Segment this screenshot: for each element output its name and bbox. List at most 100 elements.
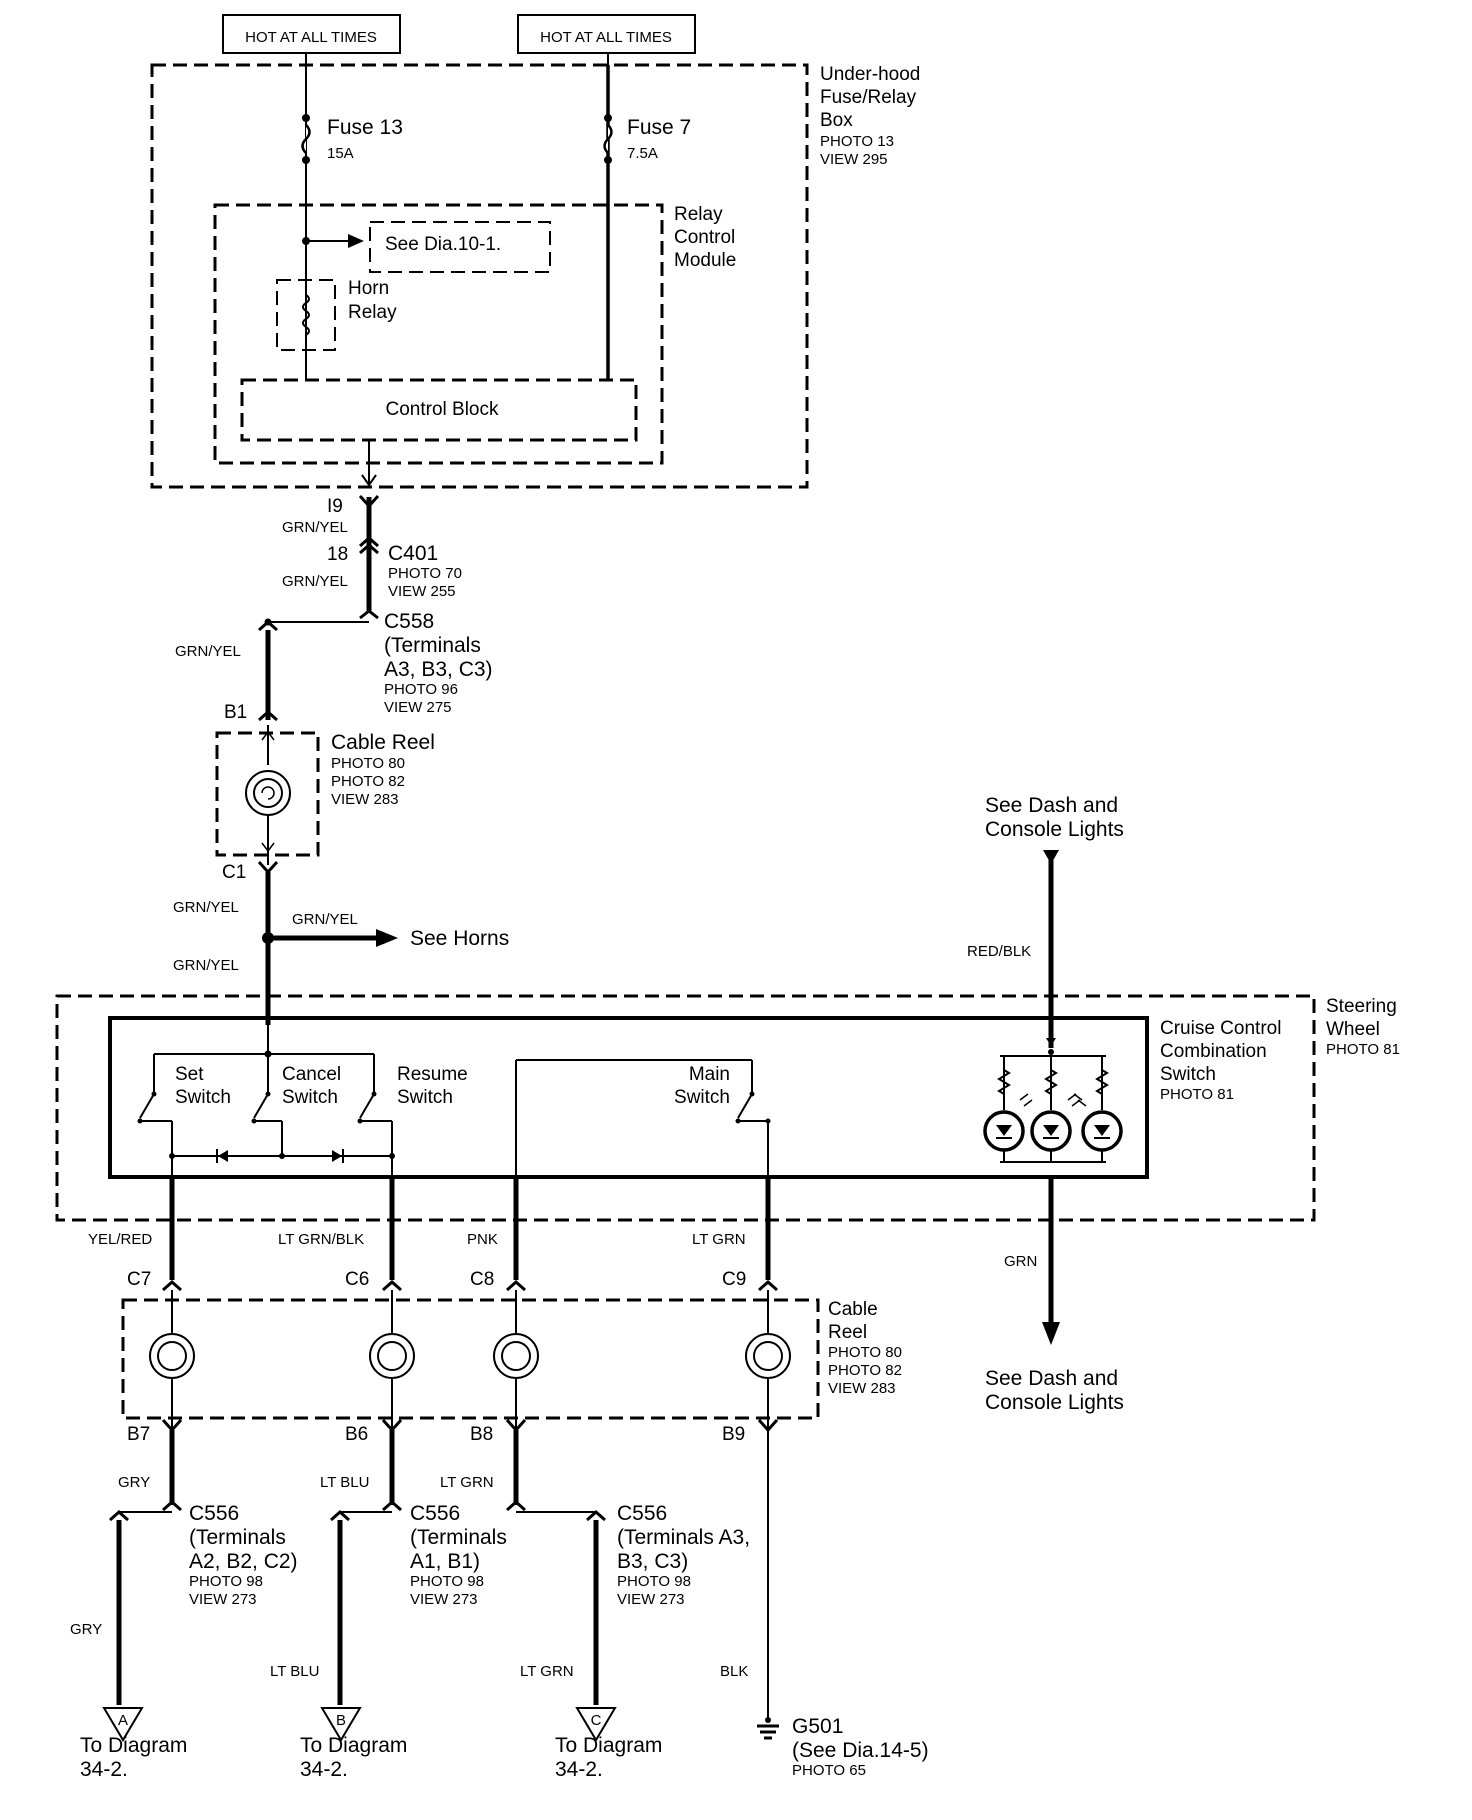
- target-c-letter: C: [591, 1712, 602, 1729]
- connector-c401-a: [359, 535, 379, 548]
- reel4-inner: [753, 1341, 783, 1371]
- lamp-feed-dot: [1048, 1049, 1054, 1055]
- arrow-dash-bottom: [1042, 1322, 1060, 1345]
- target-a-letter: A: [118, 1712, 128, 1729]
- connector-c9: [758, 1279, 778, 1292]
- connector-c556-a-right: [162, 1499, 182, 1512]
- cable-reel-top-spiral: [261, 786, 275, 800]
- connector-c558-right: [359, 609, 379, 620]
- cancel-switch-label-2: Switch: [282, 1087, 338, 1108]
- horn-relay-label-2: Relay: [348, 302, 397, 323]
- cancel-switch-dot-a: [265, 1091, 271, 1097]
- reel1-inner: [157, 1341, 187, 1371]
- pin-c6: C6: [345, 1269, 369, 1290]
- connector-c556-b-right: [382, 1499, 402, 1512]
- wire-label-grn-yel-4: GRN/YEL: [173, 899, 239, 916]
- wire-label-grn-yel-1: GRN/YEL: [282, 519, 348, 536]
- wire-label-grn-yel-3: GRN/YEL: [175, 643, 241, 660]
- cable-reel-top-title: Cable Reel: [331, 731, 435, 754]
- cable-reel-top-photo1: PHOTO 80: [331, 755, 405, 772]
- cable-reel-top-icon: [245, 770, 291, 816]
- c556-c-line1: (Terminals A3,: [617, 1526, 750, 1549]
- wire-label-grn-yel-2: GRN/YEL: [282, 573, 348, 590]
- connector-c8: [506, 1279, 526, 1292]
- fuse13-top-dot: [302, 114, 310, 122]
- reel3-icon: [493, 1333, 539, 1379]
- underhood-fuse-relay-box: [150, 63, 809, 489]
- c556-b-name: C556: [410, 1502, 460, 1525]
- cancel-switch-contact: [253, 1093, 269, 1119]
- diode-bus-dot-left: [169, 1153, 175, 1159]
- arrow-see-dia10: [348, 234, 364, 248]
- diode-bus-dot-right: [389, 1153, 395, 1159]
- dash-bottom-1: See Dash and: [985, 1367, 1118, 1390]
- see-dia10-label: See Dia.10-1.: [385, 234, 501, 255]
- reel2-icon: [369, 1333, 415, 1379]
- wire-label-lt-grn-top: LT GRN: [440, 1474, 494, 1491]
- cable-reel-top-in-arrow: [261, 730, 275, 741]
- cable-reel-bottom-title-1: Cable: [828, 1299, 878, 1320]
- target-c-text-1: To Diagram: [555, 1734, 662, 1757]
- arrow-see-horns: [376, 929, 398, 947]
- pin-b7: B7: [127, 1424, 150, 1445]
- cable-reel-top-photo2: PHOTO 82: [331, 773, 405, 790]
- c558-name: C558: [384, 610, 434, 633]
- relay-module-title-2: Control: [674, 227, 735, 248]
- lamp3-resistor: [1095, 1069, 1109, 1095]
- pin-18: 18: [327, 544, 348, 565]
- cruise-switch-title-1: Cruise Control: [1160, 1018, 1281, 1039]
- hot-label-left: HOT AT ALL TIMES: [245, 29, 377, 46]
- dash-top-2: Console Lights: [985, 818, 1124, 841]
- see-dia10-box: [369, 221, 551, 273]
- cable-reel-top-out-arrow: [261, 842, 275, 853]
- target-a-text-2: 34-2.: [80, 1758, 128, 1781]
- lamp2-resistor: [1044, 1069, 1058, 1095]
- c556-c-view: VIEW 273: [617, 1591, 685, 1608]
- connector-b1: [258, 709, 278, 722]
- target-a-text-1: To Diagram: [80, 1734, 187, 1757]
- set-switch-label-2: Switch: [175, 1087, 231, 1108]
- target-b-triangle: [320, 1707, 362, 1742]
- c556-a-name: C556: [189, 1502, 239, 1525]
- underhood-box-title-3: Box: [820, 110, 853, 131]
- wire-label-grn-yel-6: GRN/YEL: [173, 957, 239, 974]
- c558-view: VIEW 275: [384, 699, 452, 716]
- main-switch-contact: [737, 1093, 753, 1119]
- ground-ref: (See Dia.14-5): [792, 1739, 929, 1762]
- steering-wheel-photo: PHOTO 81: [1326, 1041, 1400, 1058]
- wire-label-lt-blu-bottom: LT BLU: [270, 1663, 319, 1680]
- resume-switch-contact: [359, 1093, 375, 1119]
- relay-module-title-3: Module: [674, 250, 736, 271]
- c556-a-view: VIEW 273: [189, 1591, 257, 1608]
- wire-label-grn-yel-5: GRN/YEL: [292, 911, 358, 928]
- lamp3-diode: [1094, 1125, 1110, 1136]
- c556-b-view: VIEW 273: [410, 1591, 478, 1608]
- wire-label-lt-grn: LT GRN: [692, 1231, 746, 1248]
- dash-bottom-2: Console Lights: [985, 1391, 1124, 1414]
- fuse13-bottom-dot: [302, 156, 310, 164]
- c558-terms-2: A3, B3, C3): [384, 658, 493, 681]
- lamp1-diode: [996, 1125, 1012, 1136]
- c556-b-photo: PHOTO 98: [410, 1573, 484, 1590]
- wire-label-lt-blu-top: LT BLU: [320, 1474, 369, 1491]
- target-a-triangle: [102, 1707, 144, 1742]
- cable-reel-top-view: VIEW 283: [331, 791, 399, 808]
- c401-photo: PHOTO 70: [388, 565, 462, 582]
- hot-label-left-box: [222, 14, 401, 54]
- c401-name: C401: [388, 542, 438, 565]
- pin-c1: C1: [222, 862, 246, 883]
- fuse7-bottom-dot: [604, 156, 612, 164]
- lamp2-diode: [1043, 1125, 1059, 1136]
- wire-label-blk: BLK: [720, 1663, 748, 1680]
- pin-b9: B9: [722, 1424, 745, 1445]
- cancel-switch-label-1: Cancel: [282, 1064, 341, 1085]
- c401-view: VIEW 255: [388, 583, 456, 600]
- lamp1-resistor: [997, 1069, 1011, 1095]
- connector-c556-b-left: [330, 1509, 350, 1522]
- c556-c-photo: PHOTO 98: [617, 1573, 691, 1590]
- c556-a-line2: A2, B2, C2): [189, 1550, 298, 1573]
- reel2-inner: [377, 1341, 407, 1371]
- steering-wheel-title-2: Wheel: [1326, 1019, 1380, 1040]
- set-switch-contact: [139, 1093, 155, 1119]
